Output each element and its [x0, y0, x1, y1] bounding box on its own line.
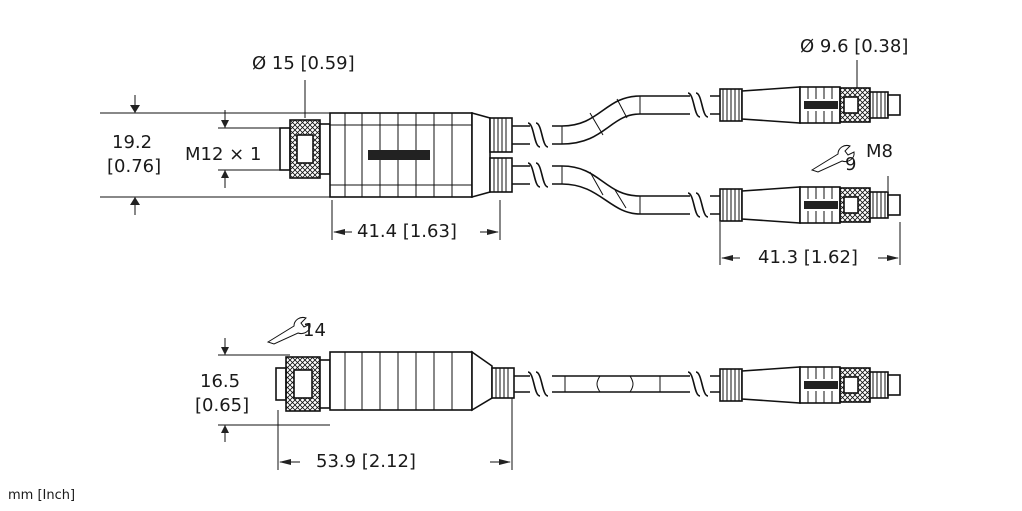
- wrench-icon-14: [266, 317, 311, 345]
- branch-thread-label: M8: [866, 141, 893, 162]
- branch-length-label: 41.3 [1.62]: [758, 247, 858, 268]
- branch-wrench-label: 9: [845, 154, 857, 175]
- side-view: [218, 317, 901, 470]
- side-height-in-label: [0.65]: [195, 395, 250, 416]
- nut-diameter-label: Ø 15 [0.59]: [252, 53, 355, 74]
- wrench-icon: [810, 145, 855, 173]
- thread-label: M12 × 1: [185, 144, 262, 165]
- units-note: mm [Inch]: [8, 488, 76, 503]
- top-view: [100, 60, 901, 265]
- side-wrench-label: 14: [303, 320, 326, 341]
- height-in-label: [0.76]: [107, 156, 162, 177]
- branch-diameter-label: Ø 9.6 [0.38]: [800, 36, 909, 57]
- side-length-label: 53.9 [2.12]: [316, 451, 416, 472]
- height-mm-label: 19.2: [112, 132, 153, 153]
- body-length-label: 41.4 [1.63]: [357, 221, 457, 242]
- side-height-mm-label: 16.5: [200, 371, 241, 392]
